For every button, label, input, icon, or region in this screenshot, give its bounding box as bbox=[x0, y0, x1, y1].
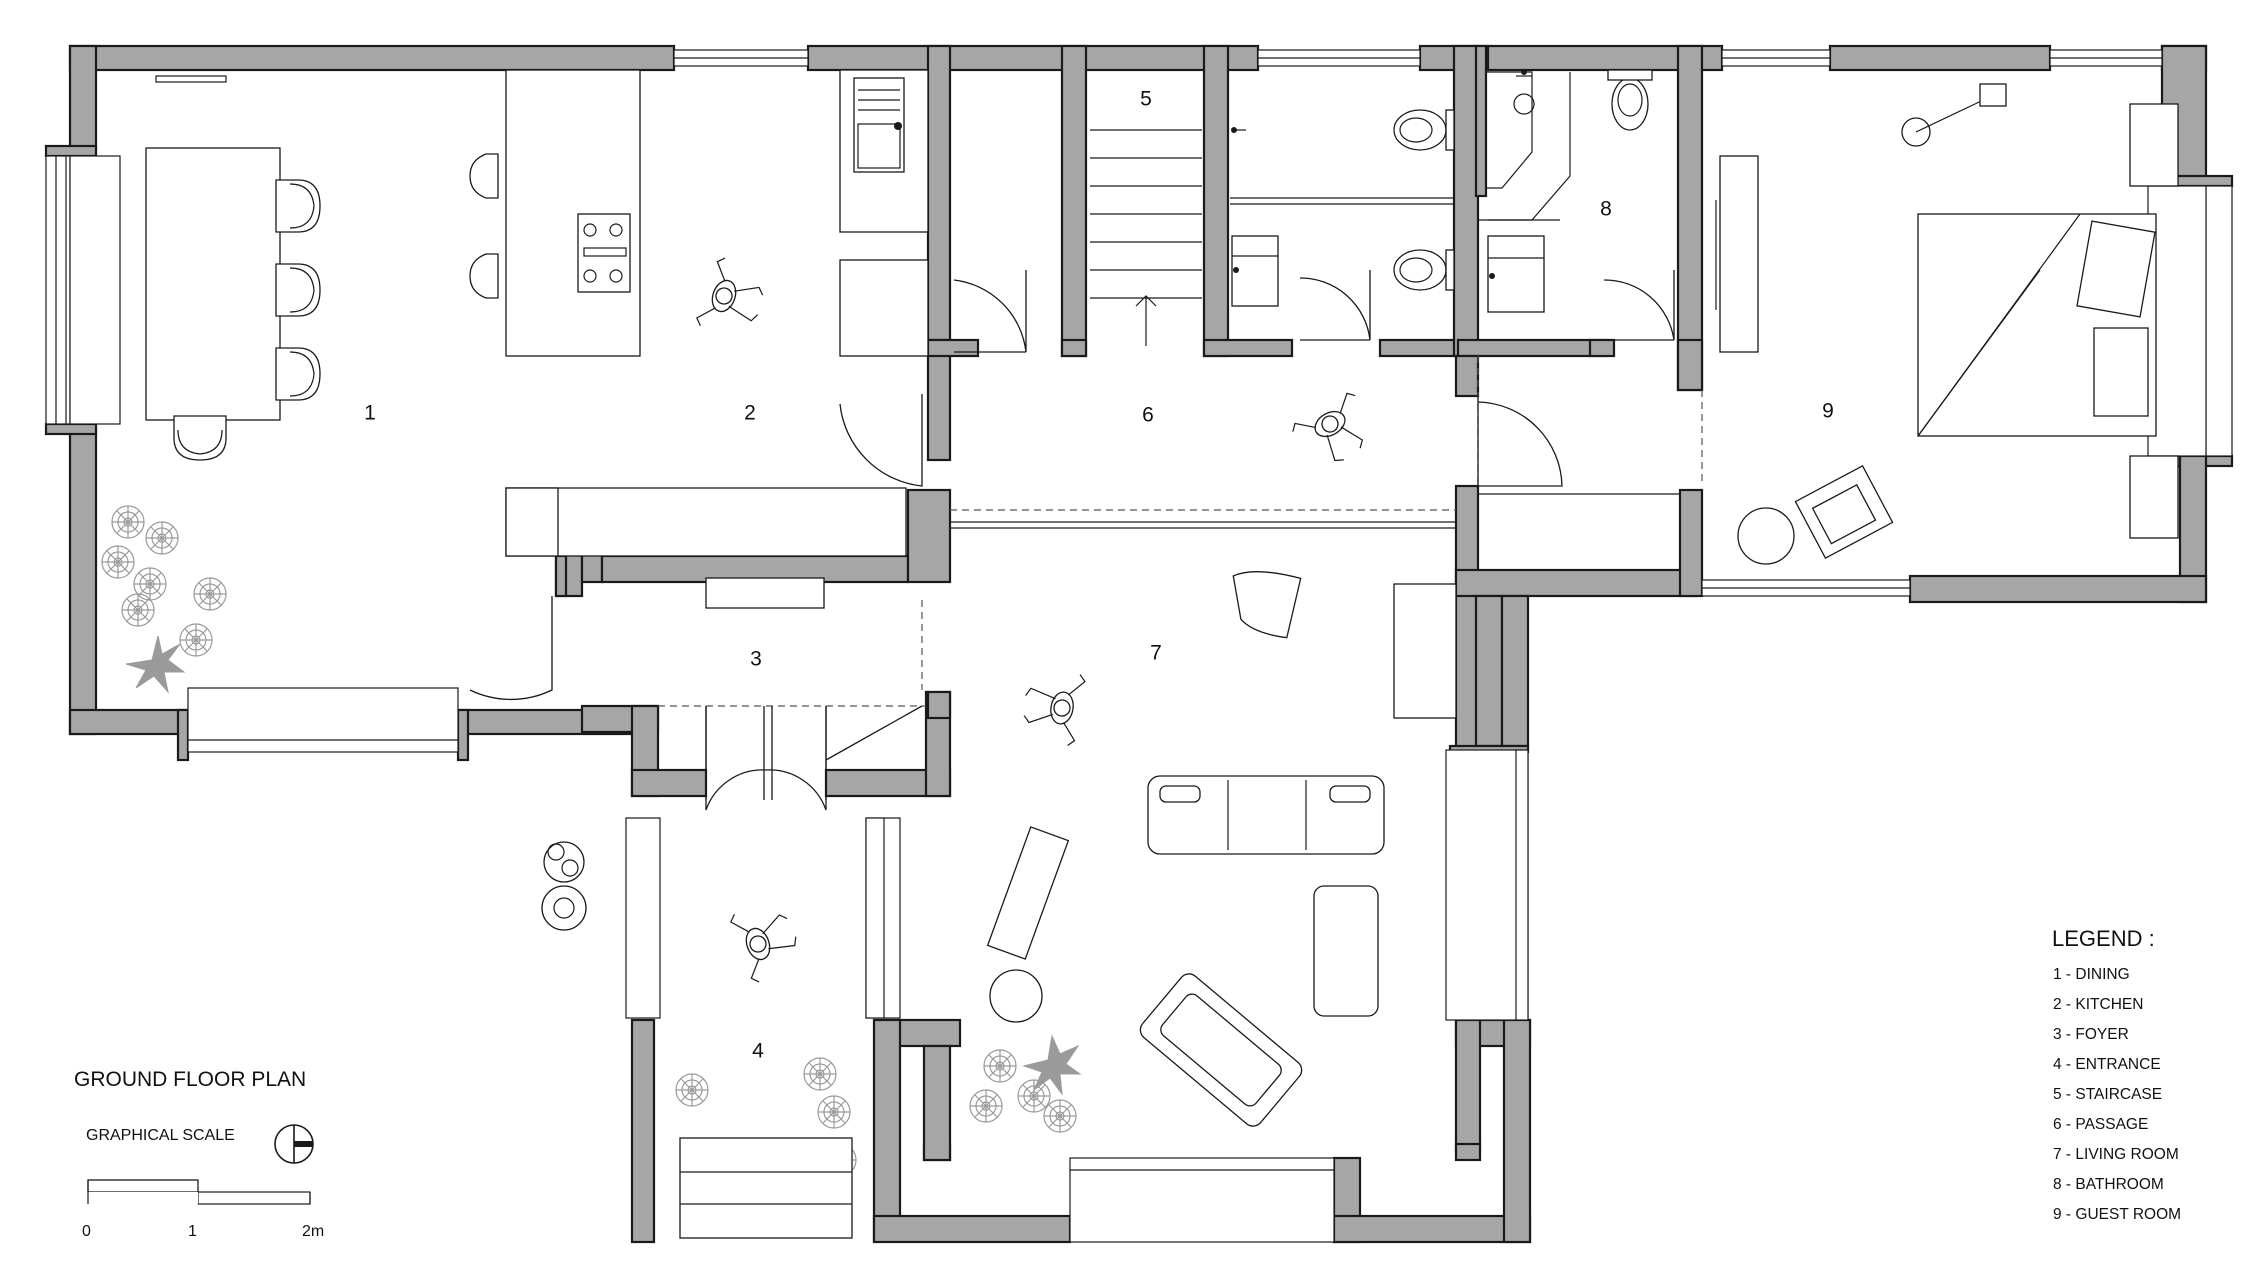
room-number-3: 3 bbox=[750, 648, 762, 671]
legend-title: LEGEND : bbox=[2052, 926, 2155, 951]
passage-furniture bbox=[1289, 389, 1381, 476]
legend-items: 1 - DINING 2 - KITCHEN 3 - FOYER 4 - ENTRAN… bbox=[2053, 966, 2181, 1223]
room-numbers: 1 2 3 4 5 6 7 8 9 bbox=[364, 88, 1834, 1063]
plan-title-block: GROUND FLOOR PLAN GRAPHICAL SCALE 0 1 2m bbox=[74, 1068, 324, 1240]
exterior-walls bbox=[44, 44, 2234, 1244]
room-number-7: 7 bbox=[1150, 642, 1162, 665]
room-number-5: 5 bbox=[1140, 88, 1152, 111]
foyer-furniture bbox=[705, 577, 825, 609]
legend-item-5: 5 - STAIRCASE bbox=[2053, 1086, 2162, 1103]
north-arrow-icon bbox=[274, 1124, 314, 1164]
bathroom-fixtures bbox=[1231, 69, 1653, 313]
entrance-elements bbox=[541, 841, 857, 1239]
legend-item-2: 2 - KITCHEN bbox=[2053, 996, 2143, 1013]
guest-room-furniture bbox=[1715, 83, 2179, 565]
legend-item-9: 9 - GUEST ROOM bbox=[2053, 1206, 2181, 1223]
doors bbox=[469, 270, 1675, 811]
legend-item-3: 3 - FOYER bbox=[2053, 1026, 2129, 1043]
interior-lines bbox=[658, 197, 1703, 707]
scale-tick-1: 1 bbox=[188, 1223, 197, 1240]
legend-item-8: 8 - BATHROOM bbox=[2053, 1176, 2164, 1193]
scale-label: GRAPHICAL SCALE bbox=[86, 1127, 235, 1144]
legend-item-1: 1 - DINING bbox=[2053, 966, 2130, 983]
room-number-4: 4 bbox=[752, 1040, 764, 1063]
scale-tick-2: 2m bbox=[302, 1223, 324, 1240]
staircase bbox=[1090, 129, 1202, 346]
dining-furniture bbox=[101, 75, 321, 694]
legend-item-6: 6 - PASSAGE bbox=[2053, 1116, 2148, 1133]
plan-title: GROUND FLOOR PLAN bbox=[74, 1068, 306, 1091]
windows bbox=[45, 49, 2233, 1243]
scale-tick-0: 0 bbox=[82, 1223, 91, 1240]
kitchen-furniture bbox=[469, 69, 929, 557]
room-number-1: 1 bbox=[364, 402, 376, 425]
room-number-2: 2 bbox=[744, 402, 756, 425]
legend-item-7: 7 - LIVING ROOM bbox=[2053, 1146, 2179, 1163]
legend: LEGEND : 1 - DINING 2 - KITCHEN 3 - FOYER 4… bbox=[2052, 926, 2181, 1223]
legend-item-4: 4 - ENTRANCE bbox=[2053, 1056, 2161, 1073]
living-room-furniture bbox=[969, 571, 1457, 1133]
room-number-9: 9 bbox=[1822, 400, 1834, 423]
room-number-8: 8 bbox=[1600, 198, 1612, 221]
scale-bar bbox=[87, 1179, 311, 1205]
room-number-6: 6 bbox=[1142, 404, 1154, 427]
